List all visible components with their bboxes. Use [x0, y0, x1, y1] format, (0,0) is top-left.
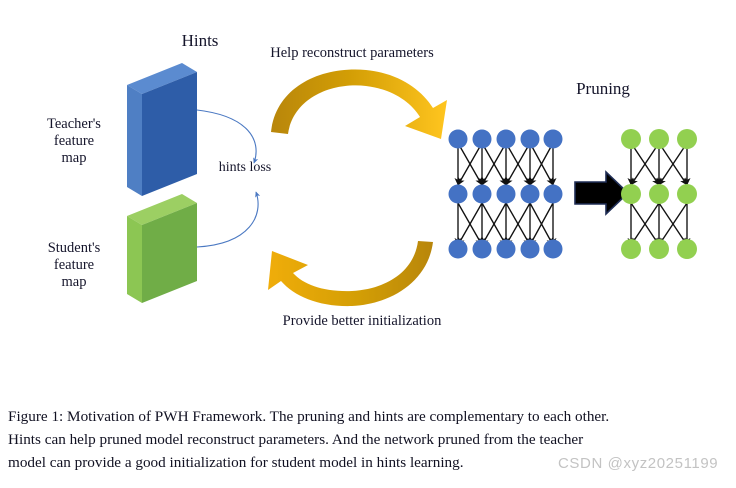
provide-initialization-arrow: [268, 241, 433, 307]
help-reconstruct-parameters-label: Help reconstruct parameters: [270, 45, 434, 61]
figure-caption: Figure 1: Motivation of PWH Framework. T…: [8, 405, 728, 474]
unpruned-network: [448, 129, 563, 259]
student-feature-map-label: Student's feature map: [47, 240, 101, 291]
help-reconstruct-arrow: [271, 69, 447, 139]
teacher-feature-map-slab: [127, 63, 197, 196]
csdn-watermark: CSDN @xyz20251199: [558, 455, 719, 472]
teacher-feature-map-label: Teacher's feature map: [47, 116, 101, 167]
hints-loss-curves: [196, 109, 261, 248]
provide-better-initialization-label: Provide better initialization: [282, 313, 442, 329]
pruning-title-label: Pruning: [576, 79, 630, 98]
caption-line-2: Hints can help pruned model reconstruct …: [8, 431, 584, 449]
hints-title-label: Hints: [181, 31, 219, 50]
pruned-network: [621, 129, 697, 259]
student-feature-map-slab: [127, 194, 197, 303]
hints-loss-label: hints loss: [218, 160, 272, 175]
caption-line-1: Figure 1: Motivation of PWH Framework. T…: [8, 408, 610, 425]
pruning-arrow-icon: [574, 170, 630, 216]
caption-line-3: model can provide a good initialization …: [8, 454, 464, 472]
